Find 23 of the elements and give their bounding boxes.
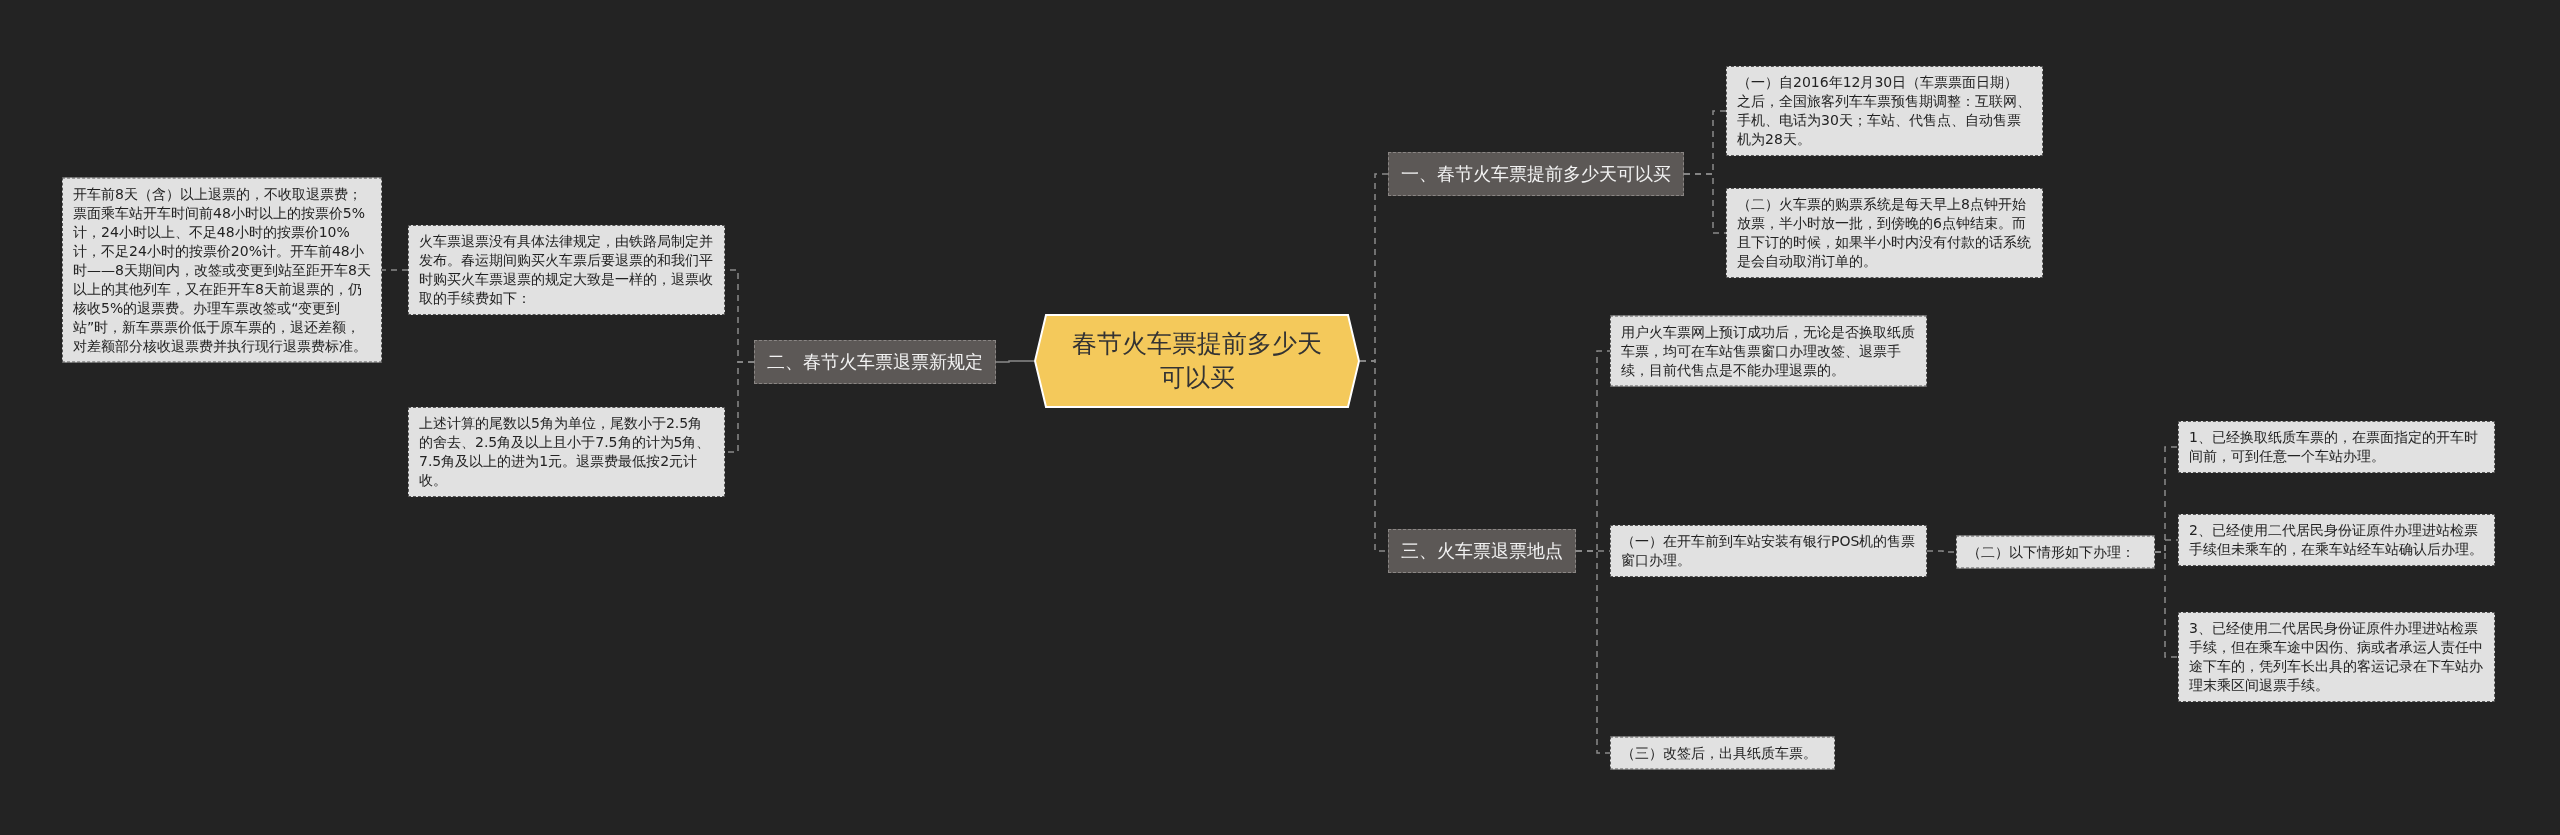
note-box: （一）自2016年12月30日（车票票面日期）之后，全国旅客列车车票预售期调整：互联网、手机、电话为30天；车站、代售点、自动售票机为28天。 (1726, 66, 2043, 156)
connector-line (1926, 550, 1957, 553)
note-box: （一）在开车前到车站安装有银行POS机的售票窗口办理。 (1610, 525, 1927, 577)
note-box: 上述计算的尾数以5角为单位，尾数小于2.5角的舍去、2.5角及以上且小于7.5角的计为5角、7.5角及以上的进为1元。退票费最低按2元计收。 (408, 407, 725, 497)
branch-topic: 一、春节火车票提前多少天可以买 (1388, 152, 1684, 196)
branch-topic: 三、火车票退票地点 (1388, 529, 1576, 573)
note-box: 1、已经换取纸质车票的，在票面指定的开车时间前，可到任意一个车站办理。 (2178, 421, 2495, 473)
note-box: 3、已经使用二代居民身份证原件办理进站检票手续，但在乘车途中因伤、病或者承运人责任中途下车的，凭列车长出具的客运记录在下车站办理末乘区间退票手续。 (2178, 612, 2495, 702)
connector-line (381, 269, 409, 271)
note-box: 2、已经使用二代居民身份证原件办理进站检票手续但未乘车的，在乘车站经车站确认后办理。 (2178, 514, 2495, 566)
connector-line (2154, 551, 2179, 658)
note-box: （三）改签后，出具纸质车票。 (1610, 736, 1835, 770)
central-topic-hexagon (1034, 314, 1360, 408)
note-box: 用户火车票网上预订成功后，无论是否换取纸质车票，均可在车站售票窗口办理改签、退票手续，目前代售点是不能办理退票的。 (1610, 315, 1927, 387)
connector-line (1683, 173, 1727, 234)
connector-line (1575, 550, 1611, 754)
note-box: （二）火车票的购票系统是每天早上8点钟开始放票，半小时放一批，到傍晚的6点钟结束。而且下订的时候，如果半小时内没有付款的话系统是会自动取消订单的。 (1726, 188, 2043, 278)
note-box: 火车票退票没有具体法律规定，由铁路局制定并发布。春运期间购买火车票后要退票的和我们平时购买火车票退票的规定大致是一样的，退票收取的手续费如下： (408, 225, 725, 315)
note-box: 开车前8天（含）以上退票的，不收取退票费；票面乘车站开车时间前48小时以上的按票价5%计，24小时以上、不足48小时的按票价10%计，不足24小时的按票价20%计。开车前48小时——8天期间内，改签或变更到站至距开车8天以上的其他列车，又在距开车8天前退票的，仍核收5%的退票费。办理车票改签或“变更到站”时，新车票票价低于原车票的，退还差额，对差额部分核收退票费并执行现行退票费标准。 (62, 177, 382, 363)
topic-title: 春节火车票提前多少天可以买 (1071, 328, 1323, 394)
connector-line (995, 360, 1035, 363)
note-box: （二）以下情形如下办理： (1956, 535, 2155, 569)
branch-topic: 二、春节火车票退票新规定 (754, 340, 996, 384)
